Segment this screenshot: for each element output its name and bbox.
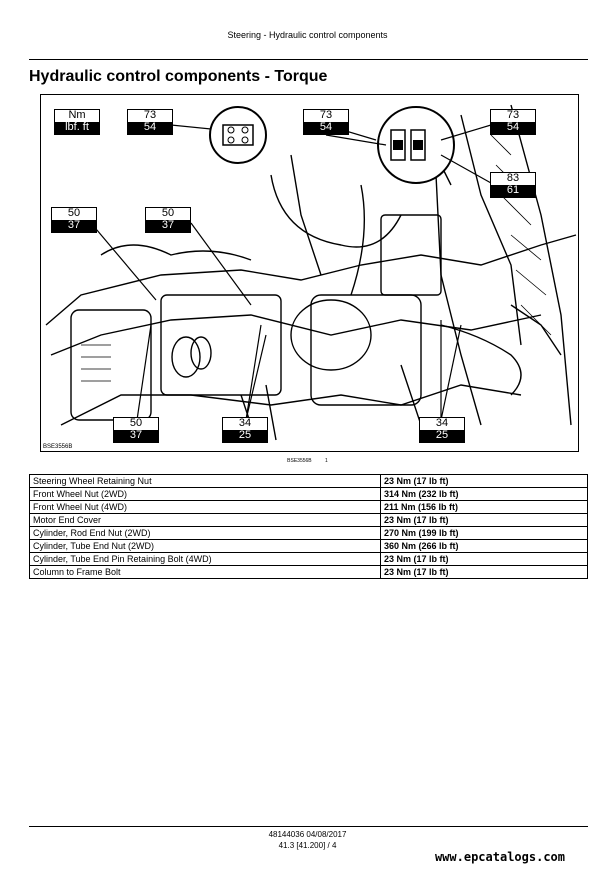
callout-nm: 34 — [223, 418, 267, 430]
page-title: Hydraulic control components - Torque — [29, 68, 328, 85]
callout-nm: 34 — [420, 418, 464, 430]
table-row: Steering Wheel Retaining Nut 23 Nm (17 l… — [29, 474, 588, 488]
torque-value-cell: 23 Nm (17 lb ft) — [380, 565, 588, 579]
torque-callout: 34 25 — [222, 417, 268, 443]
figure-id-label: BSE3556B — [43, 444, 73, 450]
callout-nm: 73 — [304, 110, 348, 122]
torque-value-cell: 23 Nm (17 lb ft) — [380, 513, 588, 527]
component-cell: Steering Wheel Retaining Nut — [29, 474, 381, 488]
table-row: Cylinder, Tube End Pin Retaining Bolt (4… — [29, 552, 588, 566]
callout-nm: 73 — [128, 110, 172, 122]
footer-page-number: 41.3 [41.200] / 4 — [278, 841, 337, 850]
callout-lbfft: 25 — [420, 430, 464, 442]
torque-callout: 50 37 — [51, 207, 97, 233]
torque-value-cell: 270 Nm (199 lb ft) — [380, 526, 588, 540]
running-header: Steering - Hydraulic control components — [227, 30, 388, 40]
component-cell: Motor End Cover — [29, 513, 381, 527]
torque-value-cell: 23 Nm (17 lb ft) — [380, 552, 588, 566]
callout-nm: 50 — [114, 418, 158, 430]
footer-rule — [29, 826, 588, 827]
torque-callout: 73 54 — [490, 109, 536, 135]
component-cell: Column to Frame Bolt — [29, 565, 381, 579]
component-cell: Cylinder, Rod End Nut (2WD) — [29, 526, 381, 540]
component-cell: Cylinder, Tube End Nut (2WD) — [29, 539, 381, 553]
callout-nm: 83 — [491, 173, 535, 185]
table-row: Cylinder, Tube End Nut (2WD) 360 Nm (266… — [29, 539, 588, 553]
caption-id: BSE3556B — [287, 458, 312, 464]
table-row: Cylinder, Rod End Nut (2WD) 270 Nm (199 … — [29, 526, 588, 540]
callout-nm: 50 — [52, 208, 96, 220]
torque-value-cell: 360 Nm (266 lb ft) — [380, 539, 588, 553]
caption-number: 1 — [325, 458, 328, 464]
callout-nm: 73 — [491, 110, 535, 122]
torque-callout: 73 54 — [303, 109, 349, 135]
callout-lbfft: 54 — [491, 122, 535, 134]
table-row: Front Wheel Nut (4WD) 211 Nm (156 lb ft) — [29, 500, 588, 514]
table-row: Column to Frame Bolt 23 Nm (17 lb ft) — [29, 565, 588, 579]
callout-lbfft: 61 — [491, 185, 535, 197]
footer-doc-number: 48144036 04/08/2017 — [268, 830, 347, 839]
torque-value-cell: 314 Nm (232 lb ft) — [380, 487, 588, 501]
legend-unit-nm: Nm — [55, 110, 99, 122]
callout-lbfft: 54 — [304, 122, 348, 134]
legend-callout: Nm lbf. ft — [54, 109, 100, 135]
component-cell: Front Wheel Nut (4WD) — [29, 500, 381, 514]
header-rule — [29, 59, 588, 60]
torque-value-cell: 211 Nm (156 lb ft) — [380, 500, 588, 514]
torque-callout: 83 61 — [490, 172, 536, 198]
torque-value-cell: 23 Nm (17 lb ft) — [380, 474, 588, 488]
torque-diagram: Nm lbf. ft 73 54 73 54 73 54 83 61 50 37… — [40, 94, 579, 452]
table-row: Motor End Cover 23 Nm (17 lb ft) — [29, 513, 588, 527]
callout-lbfft: 25 — [223, 430, 267, 442]
tractor-line-drawing — [45, 104, 577, 441]
component-cell: Front Wheel Nut (2WD) — [29, 487, 381, 501]
torque-callout: 73 54 — [127, 109, 173, 135]
table-row: Front Wheel Nut (2WD) 314 Nm (232 lb ft) — [29, 487, 588, 501]
torque-callout: 50 37 — [145, 207, 191, 233]
callout-lbfft: 37 — [146, 220, 190, 232]
callout-lbfft: 37 — [114, 430, 158, 442]
watermark: www.epcatalogs.com — [434, 850, 565, 864]
torque-table: Steering Wheel Retaining Nut 23 Nm (17 l… — [29, 474, 588, 579]
legend-unit-lbfft: lbf. ft — [55, 122, 99, 134]
torque-callout: 50 37 — [113, 417, 159, 443]
figure-caption: BSE3556B 1 — [0, 458, 615, 464]
callout-nm: 50 — [146, 208, 190, 220]
component-cell: Cylinder, Tube End Pin Retaining Bolt (4… — [29, 552, 381, 566]
callout-lbfft: 54 — [128, 122, 172, 134]
callout-lbfft: 37 — [52, 220, 96, 232]
torque-callout: 34 25 — [419, 417, 465, 443]
